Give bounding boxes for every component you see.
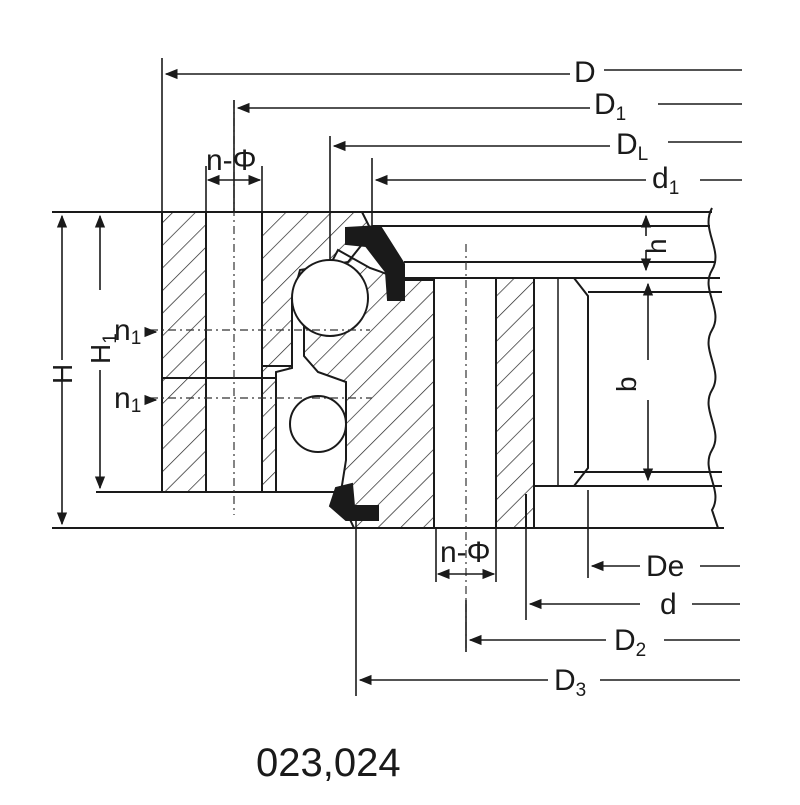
hole-label-upper: n-Φ bbox=[206, 144, 257, 177]
extension-lines bbox=[161, 58, 589, 696]
dim-label-De: De bbox=[646, 550, 684, 583]
hatched-sections bbox=[161, 211, 589, 529]
lower-seal bbox=[328, 482, 379, 521]
dim-label-DL: DL bbox=[616, 128, 648, 165]
outer-ring-left-section bbox=[161, 211, 207, 493]
inner-ring-bolt-hole bbox=[433, 277, 497, 529]
dim-label-n1-upper: n1 bbox=[114, 314, 141, 349]
dim-label-D3: D3 bbox=[554, 664, 586, 701]
break-line bbox=[707, 207, 719, 529]
dim-label-D1: D1 bbox=[594, 88, 626, 125]
outline-lines bbox=[52, 207, 724, 529]
dimension-labels: D D1 DL d1 De d D2 D3 n-Φ n-Φ H H1 n1 n1… bbox=[47, 56, 684, 785]
upper-seal bbox=[345, 224, 405, 301]
hole-label-lower: n-Φ bbox=[440, 536, 491, 569]
dim-label-b: b bbox=[611, 376, 642, 392]
dim-label-h: h bbox=[641, 238, 672, 254]
model-caption: 023,024 bbox=[256, 741, 401, 785]
dim-label-H: H bbox=[47, 364, 78, 384]
seals bbox=[328, 224, 405, 521]
dim-label-D: D bbox=[574, 56, 596, 89]
dim-label-D2: D2 bbox=[614, 624, 646, 661]
dimension-lines bbox=[56, 68, 742, 686]
upper-ball bbox=[291, 259, 369, 337]
center-lines bbox=[150, 100, 467, 650]
gear-teeth-section bbox=[533, 277, 589, 487]
lower-ball bbox=[289, 395, 347, 453]
dim-label-d: d bbox=[660, 588, 677, 621]
dim-label-H1: H1 bbox=[85, 333, 121, 364]
inner-ring-right-section bbox=[495, 277, 535, 529]
dim-label-n1-lower: n1 bbox=[114, 382, 141, 417]
dim-label-d1: d1 bbox=[652, 162, 679, 199]
